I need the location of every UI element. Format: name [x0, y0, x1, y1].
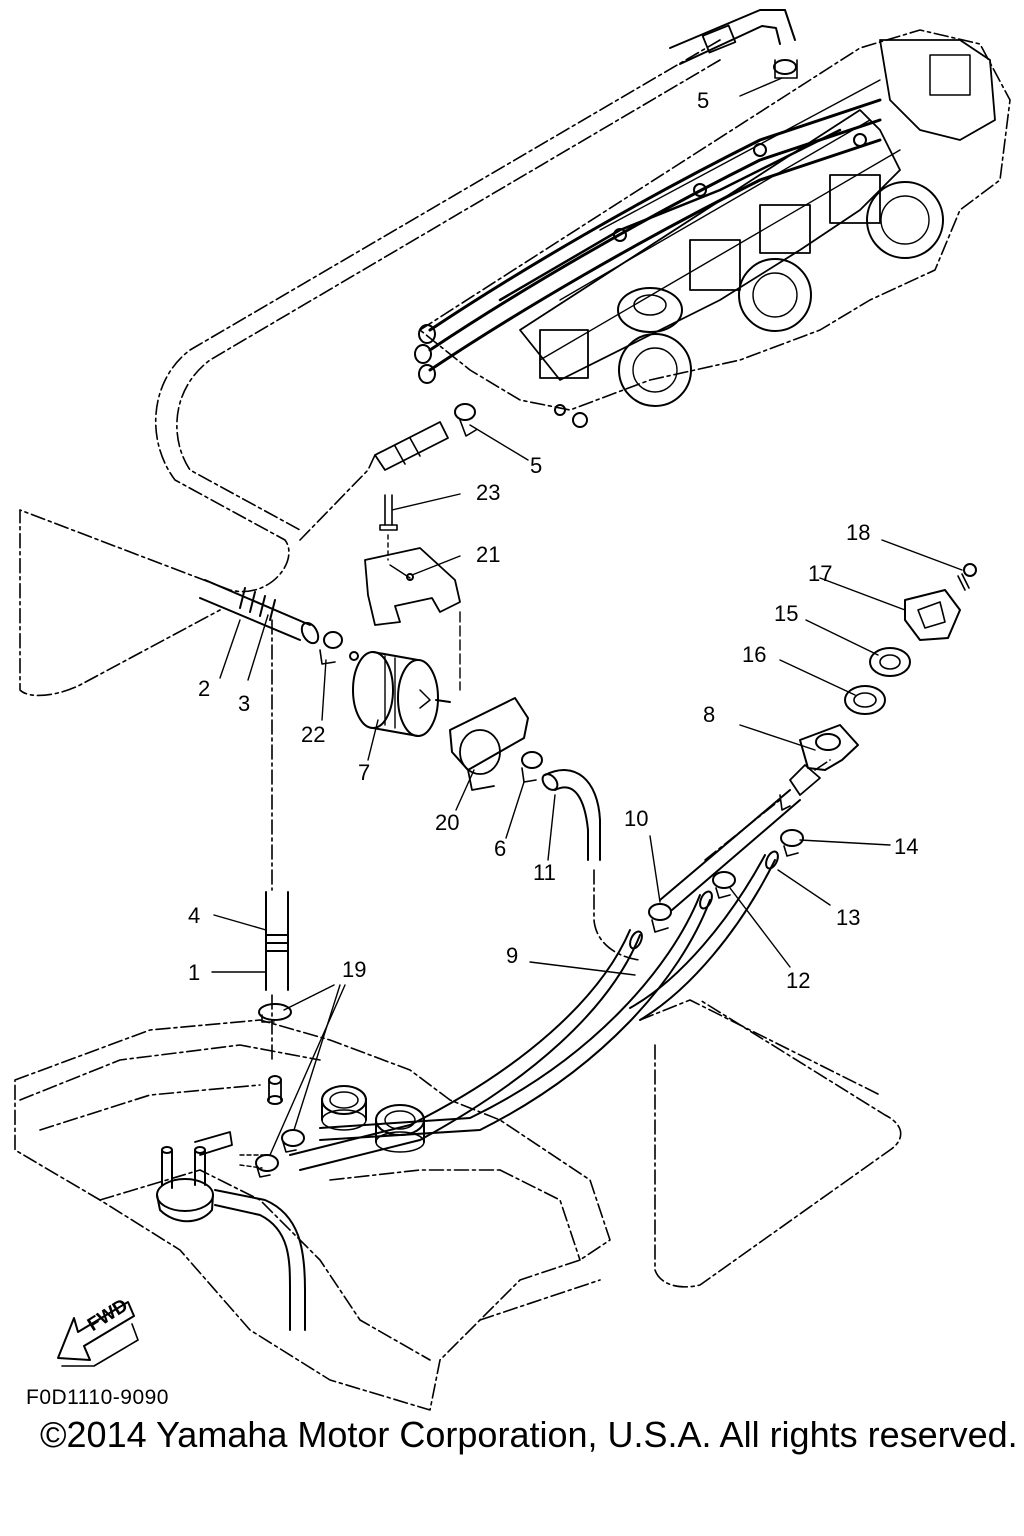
vent-hose-path [19, 39, 721, 697]
bracket-21 [364, 547, 461, 691]
fuel-cock-8 [779, 724, 859, 811]
clamp-6 [521, 751, 543, 783]
gasket-15 [869, 647, 911, 677]
diagram-code: F0D1110-9090 [26, 1386, 169, 1409]
callout-14: 14 [894, 834, 919, 859]
bolt-23 [379, 494, 398, 561]
screw-18 [957, 563, 977, 591]
clamp-10 [648, 903, 672, 933]
callout-13: 13 [836, 905, 861, 930]
callout-23: 23 [476, 480, 501, 505]
hose-11 [541, 769, 641, 961]
tank-caps [321, 1085, 425, 1153]
tank-bolt [267, 1075, 283, 1105]
fuel-sender [156, 1131, 306, 1331]
callout-9: 9 [506, 943, 519, 968]
engine-hose-fitting [299, 403, 477, 541]
holder-20 [449, 697, 529, 791]
copyright-notice: ©2014 Yamaha Motor Corporation, U.S.A. A… [40, 1414, 1018, 1455]
callout-1: 1 [188, 960, 201, 985]
vertical-hose-1-4 [265, 619, 289, 1061]
callout-18: 18 [846, 520, 871, 545]
engine-assembly [414, 29, 1011, 428]
callout-10: 10 [624, 806, 649, 831]
callout-21: 21 [476, 542, 501, 567]
callout-5-mid: 5 [530, 453, 543, 478]
callout-7: 7 [358, 760, 371, 785]
callout-6: 6 [494, 836, 507, 861]
clamp-12 [712, 871, 736, 899]
callout-17: 17 [808, 561, 833, 586]
callout-22: 22 [301, 722, 326, 747]
callout-20: 20 [435, 810, 460, 835]
top-vent-hose [669, 9, 798, 79]
hoses-9-12-13 [289, 759, 902, 1288]
fuel-tank [14, 1019, 611, 1411]
callout-11: 11 [533, 860, 556, 885]
clamp-14 [780, 829, 804, 857]
clamps-19 [239, 1003, 305, 1178]
callout-12: 12 [786, 968, 811, 993]
callout-15: 15 [774, 601, 799, 626]
callout-4: 4 [188, 903, 201, 928]
hose-2-3 [199, 579, 320, 645]
seal-16 [844, 685, 886, 715]
callout-3: 3 [238, 691, 251, 716]
fwd-arrow-icon [57, 1301, 139, 1367]
callout-16: 16 [742, 642, 767, 667]
cover-17 [904, 589, 961, 641]
leader-lines [211, 77, 963, 1156]
callout-2: 2 [198, 676, 211, 701]
clamp-22 [319, 631, 343, 665]
callout-8: 8 [703, 702, 716, 727]
callout-19: 19 [342, 957, 367, 982]
callout-5-top: 5 [697, 88, 710, 113]
fuel-filter [349, 651, 451, 737]
